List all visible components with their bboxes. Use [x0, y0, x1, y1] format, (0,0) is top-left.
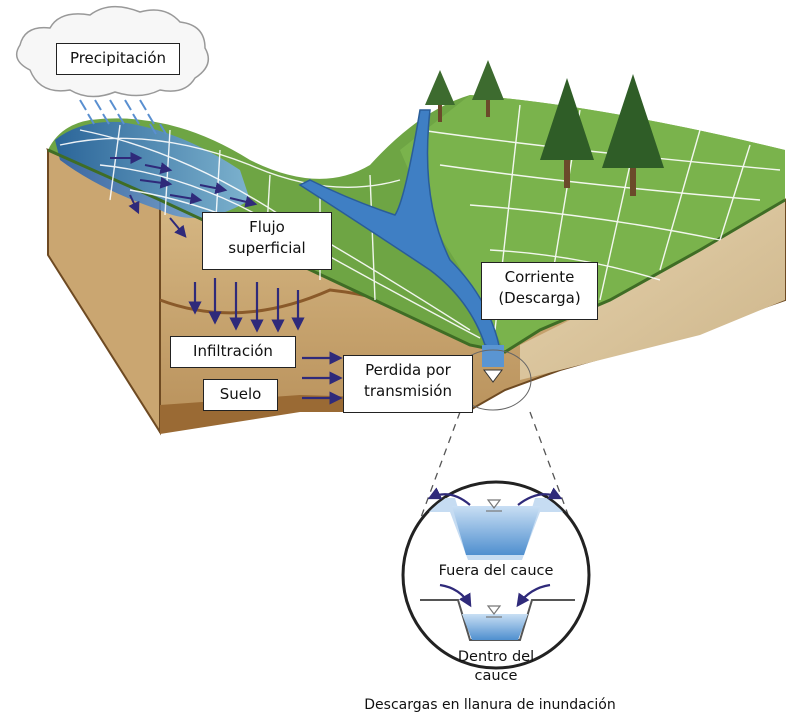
- surface-flow-label: Flujo superficial: [202, 212, 332, 270]
- tree-icon: [425, 70, 455, 122]
- overbank-flow-arrows: [427, 487, 563, 608]
- infiltration-label: Infiltración: [170, 336, 296, 368]
- precipitation-label: Precipitación: [56, 43, 180, 75]
- tree-icon: [472, 60, 504, 117]
- water-level-icon: [486, 499, 502, 618]
- inset-circle: [401, 480, 591, 670]
- in-channel-label: Dentro del cauce: [457, 649, 535, 684]
- out-of-channel-label: Fuera del cauce: [438, 563, 554, 579]
- surface-flow-arrows: [110, 152, 258, 238]
- stream-label: Corriente (Descarga): [481, 262, 598, 320]
- infiltration-arrows: [188, 278, 305, 333]
- stream-outlet-arrow: [483, 369, 503, 383]
- stream-outlet: [482, 345, 504, 367]
- soil-label: Suelo: [203, 379, 278, 411]
- channel-overbank-water: [452, 506, 540, 555]
- lateral-flow-arrows: [302, 351, 343, 405]
- diagram-caption: Descargas en llanura de inundación: [364, 697, 616, 713]
- stream-channel: [298, 109, 501, 352]
- transmission-loss-label: Perdida por transmisión: [343, 355, 473, 413]
- zoom-lines: [419, 411, 571, 521]
- tree-icon: [540, 78, 594, 188]
- tree-icon: [602, 74, 664, 196]
- soil-right-face: [520, 200, 785, 380]
- rain-icon: [79, 99, 167, 135]
- trees: [425, 60, 664, 196]
- channel-inbank-water: [462, 614, 528, 640]
